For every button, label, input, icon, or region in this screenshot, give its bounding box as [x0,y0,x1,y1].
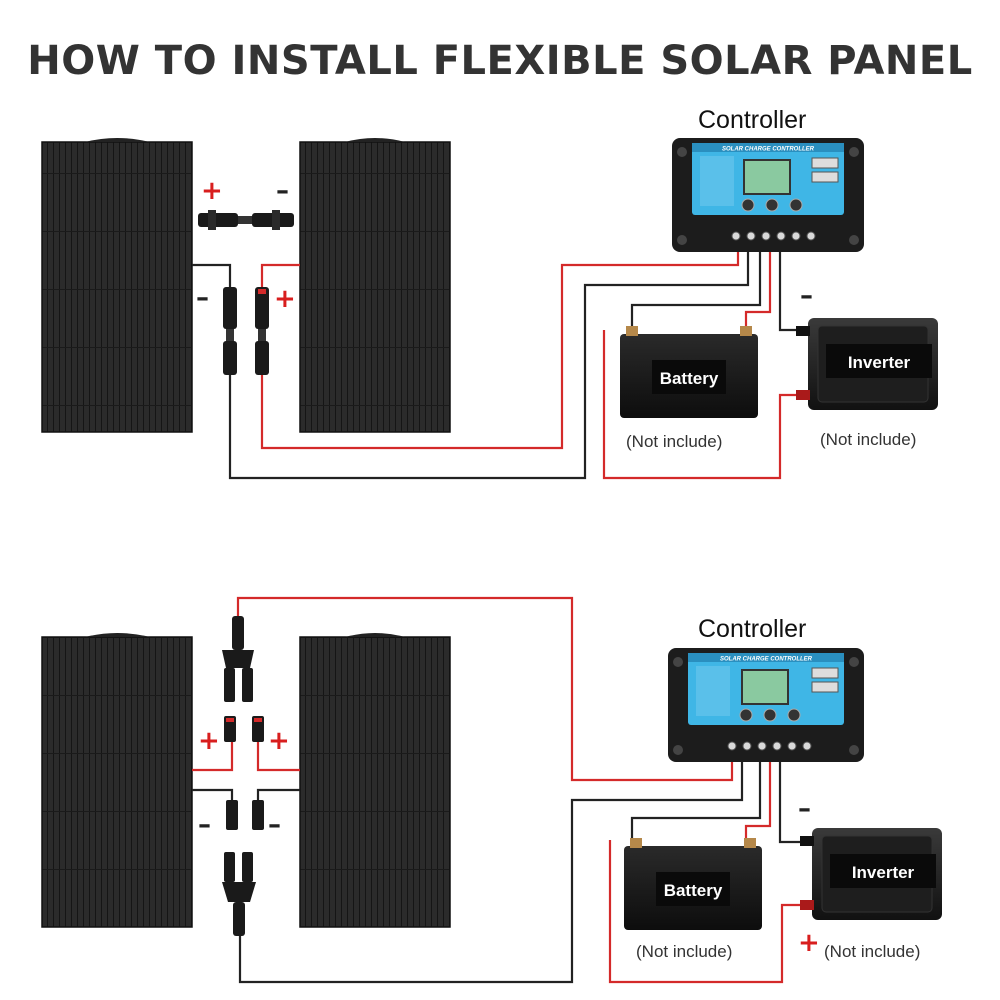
mc4-connector-series-vertical [223,287,269,375]
controller-face-text: SOLAR CHARGE CONTROLLER [722,147,815,153]
battery-label-series: Battery [660,369,719,388]
inverter-parallel: Inverter [800,828,942,920]
plus-sign-inverter-parallel: + [798,928,820,958]
solar-panel-parallel-left [41,633,193,928]
minus-sign-parallel-right: – [268,810,281,840]
plus-sign-series-top: + [201,176,223,206]
plus-sign-series-right: + [274,284,296,314]
inverter-label-series: Inverter [848,353,911,372]
battery-note-parallel: (Not include) [636,942,733,961]
solar-panel-series-right [299,138,451,433]
controller-label-parallel: Controller [698,615,807,643]
controller-face-text-parallel: SOLAR CHARGE CONTROLLER [720,657,813,663]
inverter-note-parallel: (Not include) [824,942,921,961]
charge-controller-series: SOLAR CHARGE CONTROLLER [672,138,864,252]
page-title: HOW TO INSTALL FLEXIBLE SOLAR PANEL [27,38,973,84]
battery-note-series: (Not include) [626,432,723,451]
battery-parallel: Battery [624,838,762,930]
minus-sign-inverter-series: – [800,281,813,311]
minus-sign-series-top: – [276,176,289,206]
plus-sign-parallel-right: + [268,726,290,756]
minus-sign-inverter-parallel: – [798,794,811,824]
inverter-note-series: (Not include) [820,430,917,449]
battery-label-parallel: Battery [664,881,723,900]
controller-label-series: Controller [698,106,807,134]
battery-series: Battery [620,326,758,418]
y-branch-connector-positive [222,616,264,742]
minus-sign-series-left: – [196,283,209,313]
inverter-series: Inverter [796,318,938,410]
solar-panel-parallel-right [299,633,451,928]
plus-sign-parallel-left: + [198,726,220,756]
charge-controller-parallel: SOLAR CHARGE CONTROLLER [668,648,864,762]
inverter-label-parallel: Inverter [852,863,915,882]
parallel-wires [192,596,812,984]
solar-panel-series-left [41,138,193,433]
series-wires [192,250,808,480]
minus-sign-parallel-left: – [198,810,211,840]
y-branch-connector-negative [222,800,264,936]
mc4-connector-series-top [198,210,294,230]
